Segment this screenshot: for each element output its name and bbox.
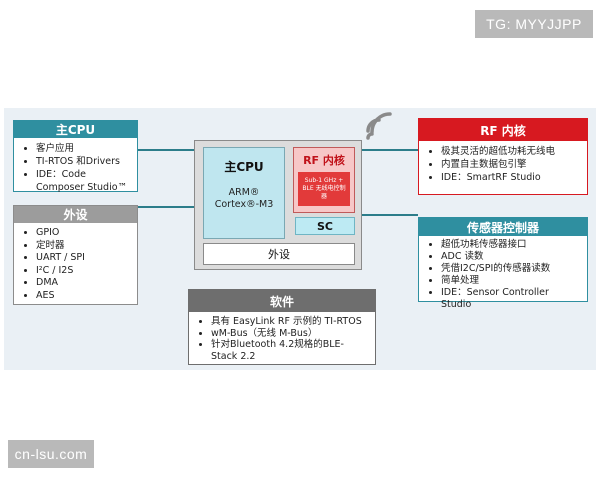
rf-core-box: RF 内核 极其灵活的超低功耗无线电 内置自主数据包引擎 IDE：SmartRF… <box>418 118 588 195</box>
list-item: 极其灵活的超低功耗无线电 <box>441 145 581 158</box>
wifi-signal-icon <box>362 112 398 142</box>
list-item: AES <box>36 290 131 303</box>
chip-rf-core: RF 内核 Sub-1 GHz + BLE 无线电控制器 <box>293 147 355 213</box>
list-item: 简单处理 <box>441 275 581 287</box>
list-item: 超低功耗传感器接口 <box>441 239 581 251</box>
chip-block: 主CPU ARM® Cortex®-M3 RF 内核 Sub-1 GHz + B… <box>194 140 362 270</box>
list-item: DMA <box>36 277 131 290</box>
chip-sc: SC <box>295 217 355 235</box>
chip-rf-title: RF 内核 <box>303 154 345 167</box>
list-item: IDE：SmartRF Studio <box>441 171 581 184</box>
list-item: 客户应用 <box>36 142 131 155</box>
list-item: wM-Bus（无线 M-Bus） <box>211 328 369 340</box>
main-cpu-box-title: 主CPU <box>14 121 137 138</box>
watermark-top: TG: MYYJJPP <box>475 10 593 38</box>
chip-cpu-title: 主CPU <box>224 160 264 174</box>
list-item: 具有 EasyLink RF 示例的 TI-RTOS <box>211 316 369 328</box>
connector-rf <box>360 149 418 151</box>
sensor-controller-box-list: 超低功耗传感器接口 ADC 读数 凭借I2C/SPI的传感器读数 简单处理 ID… <box>419 236 587 311</box>
rf-core-box-title: RF 内核 <box>419 119 587 141</box>
list-item: IDE：Sensor Controller Studio <box>441 287 581 311</box>
chip-cpu-core: ARM® Cortex®-M3 <box>214 187 274 210</box>
sensor-controller-box-title: 传感器控制器 <box>419 218 587 236</box>
chip-cpu: 主CPU ARM® Cortex®-M3 <box>203 147 285 239</box>
chip-rf-inner: Sub-1 GHz + BLE 无线电控制器 <box>298 172 350 206</box>
list-item: 针对Bluetooth 4.2规格的BLE-Stack 2.2 <box>211 339 369 362</box>
list-item: ADC 读数 <box>441 251 581 263</box>
software-box-list: 具有 EasyLink RF 示例的 TI-RTOS wM-Bus（无线 M-B… <box>189 312 375 362</box>
peripherals-box: 外设 GPIO 定时器 UART / SPI I²C / I2S DMA AES <box>13 205 138 305</box>
software-box: 软件 具有 EasyLink RF 示例的 TI-RTOS wM-Bus（无线 … <box>188 289 376 365</box>
peripherals-box-title: 外设 <box>14 206 137 223</box>
rf-core-box-list: 极其灵活的超低功耗无线电 内置自主数据包引擎 IDE：SmartRF Studi… <box>419 141 587 184</box>
main-cpu-box: 主CPU 客户应用 TI-RTOS 和Drivers IDE：Code Comp… <box>13 120 138 194</box>
list-item: IDE：Code Composer Studio™ <box>36 168 131 194</box>
watermark-bottom: cn-lsu.com <box>8 440 94 468</box>
list-item: 定时器 <box>36 240 131 253</box>
list-item: TI-RTOS 和Drivers <box>36 155 131 168</box>
peripherals-box-list: GPIO 定时器 UART / SPI I²C / I2S DMA AES <box>14 223 137 302</box>
list-item: GPIO <box>36 227 131 240</box>
connector-cpu <box>138 149 202 151</box>
connector-periph <box>138 206 202 208</box>
chip-peripherals: 外设 <box>203 243 355 265</box>
list-item: UART / SPI <box>36 252 131 265</box>
list-item: 内置自主数据包引擎 <box>441 158 581 171</box>
list-item: I²C / I2S <box>36 265 131 278</box>
list-item: 凭借I2C/SPI的传感器读数 <box>441 263 581 275</box>
connector-sc <box>360 214 418 216</box>
software-box-title: 软件 <box>189 290 375 312</box>
sensor-controller-box: 传感器控制器 超低功耗传感器接口 ADC 读数 凭借I2C/SPI的传感器读数 … <box>418 217 588 310</box>
main-cpu-box-list: 客户应用 TI-RTOS 和Drivers IDE：Code Composer … <box>14 138 137 194</box>
